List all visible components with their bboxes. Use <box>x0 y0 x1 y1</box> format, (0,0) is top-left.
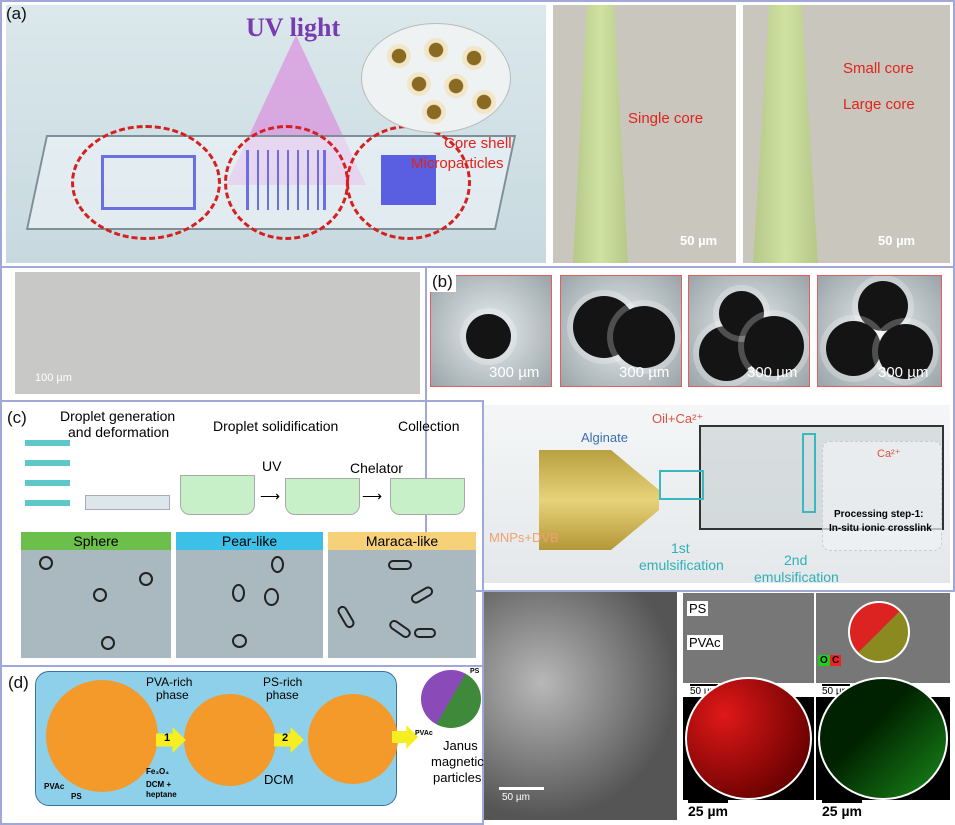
core-shell-particles-image: 100 µm <box>15 272 420 394</box>
scale-bar-label: 300 µm <box>489 364 540 381</box>
collection-label: Collection <box>398 418 460 434</box>
microparticles-label: Microparticles <box>411 155 504 172</box>
ps-label: PS <box>71 792 82 801</box>
sphere-micrograph: Sphere <box>21 532 171 658</box>
processing-inset <box>822 441 942 551</box>
janus-particle <box>421 670 481 728</box>
single-core-label: Single core <box>628 110 704 127</box>
pvac-label: PVAc <box>687 635 723 650</box>
second-emulsification-label-2: emulsification <box>754 569 839 585</box>
step-1-arrow: 1 <box>156 727 186 753</box>
sphere-header: Sphere <box>21 532 171 550</box>
panel-d-label: (d) <box>8 673 29 692</box>
small-core-label: Small core <box>843 60 914 77</box>
dcm-heptane-label: DCM + <box>146 780 172 789</box>
oxygen-legend: O <box>818 655 830 666</box>
pva-rich-label-2: phase <box>156 688 189 702</box>
single-core-micrograph: Single core 50 µm <box>553 5 736 263</box>
ps-rich-label-2: phase <box>266 688 299 702</box>
panel-b <box>425 266 955 592</box>
scale-bar-label: 25 µm <box>822 800 862 819</box>
syringe-pumps <box>25 440 70 510</box>
ca-label: Ca²⁺ <box>877 448 901 460</box>
second-emulsification-label: 2nd <box>784 552 808 568</box>
microfluidic-chip <box>85 495 170 510</box>
oil-ca-label: Oil+Ca²⁺ <box>652 411 704 426</box>
phase-separation-schematic: 1 2 PVA-rich phase PS-rich phase PVAc PS… <box>35 671 398 806</box>
scale-bar-label: 300 µm <box>747 364 798 381</box>
uv-label: UV <box>262 458 282 474</box>
step-2-arrow: 2 <box>274 727 304 753</box>
droplet-solidification-label: Droplet solidification <box>213 418 339 434</box>
scale-bar-label: 300 µm <box>878 364 929 381</box>
eds-overlay: O C <box>816 593 950 683</box>
janus-label-2: magnetic <box>431 754 484 769</box>
dcm-label: DCM <box>264 772 294 787</box>
core-shell-label: Core shell <box>444 135 512 152</box>
mnps-dvb-label: MNPs+DVB <box>489 530 559 545</box>
ps-label: PS <box>687 601 709 616</box>
serpentine-channel <box>246 150 326 210</box>
tem-images: 300 µm 300 µm 300 µm 300 µm <box>430 268 950 396</box>
fe3o4-label: Fe₃O₄ <box>146 767 170 776</box>
pear-like-micrograph: Pear-like <box>176 532 323 658</box>
pvac-small-label: PVAc <box>415 730 433 737</box>
sem-ps-pvac: PS PVAc <box>683 593 814 683</box>
double-core-micrograph: Small core Large core 50 µm <box>743 5 950 263</box>
first-emulsification-box <box>659 470 704 500</box>
droplet-generation-label: Droplet generation <box>60 408 176 424</box>
panel-c-label: (c) <box>7 408 27 427</box>
scale-bar-label: 50 µm <box>502 792 530 803</box>
particles-bubble <box>361 23 511 133</box>
scale-bar-label: 25 µm <box>688 800 728 819</box>
janus-label-3: particles <box>433 770 482 785</box>
scale-bar-label: 50 µm <box>690 684 718 697</box>
carbon-legend: C <box>830 655 842 666</box>
junction-circle <box>71 125 221 240</box>
pear-like-header: Pear-like <box>176 532 323 550</box>
dish-3 <box>390 478 465 515</box>
processing-step-label-2: In-situ ionic crosslink <box>829 523 932 534</box>
first-emulsification-label-2: emulsification <box>639 557 724 573</box>
processing-step-label: Processing step-1: <box>834 509 924 520</box>
dish-1 <box>180 475 255 515</box>
scale-bar-label: 50 µm <box>878 233 916 248</box>
arrow-icon: ⟶ <box>260 488 281 504</box>
uv-light-label: UV light <box>246 13 341 42</box>
maraca-like-header: Maraca-like <box>328 532 476 550</box>
scale-bar-label: 50 µm <box>822 684 850 697</box>
second-emulsification-box <box>802 433 816 513</box>
ps-small-label: PS <box>470 668 480 675</box>
deformation-label: and deformation <box>68 424 170 440</box>
arrow-icon: ⟶ <box>362 488 383 504</box>
junction-channel <box>101 155 196 210</box>
chelator-label: Chelator <box>350 460 403 476</box>
pvac-label: PVAc <box>44 782 65 791</box>
carbon-map <box>683 677 814 800</box>
scale-bar-label: 300 µm <box>619 364 670 381</box>
scale-bar-label: 50 µm <box>680 233 718 248</box>
maraca-like-micrograph: Maraca-like <box>328 532 476 658</box>
janus-label: Janus <box>443 738 478 753</box>
dish-2 <box>285 478 360 515</box>
collection-square <box>381 155 436 205</box>
ps-rich-label: PS-rich <box>263 675 303 689</box>
chip-schematic: UV light Core shell Microparticles <box>6 5 546 263</box>
panel-a-label: (a) <box>6 4 27 23</box>
sem-image: 50 µm <box>484 592 677 820</box>
panel-b-label: (b) <box>429 272 456 292</box>
panel-d <box>0 665 484 825</box>
alginate-label: Alginate <box>581 430 628 445</box>
oxygen-map <box>816 677 950 800</box>
pva-rich-label: PVA-rich <box>146 675 193 689</box>
dcm-heptane-label-2: heptane <box>146 790 177 799</box>
first-emulsification-label: 1st <box>671 540 690 556</box>
emulsification-device: Alginate Oil+Ca²⁺ Ca²⁺ MNPs+DVB 1st emul… <box>484 405 950 585</box>
scale-bar-label: 100 µm <box>35 372 72 384</box>
large-core-label: Large core <box>843 96 915 113</box>
